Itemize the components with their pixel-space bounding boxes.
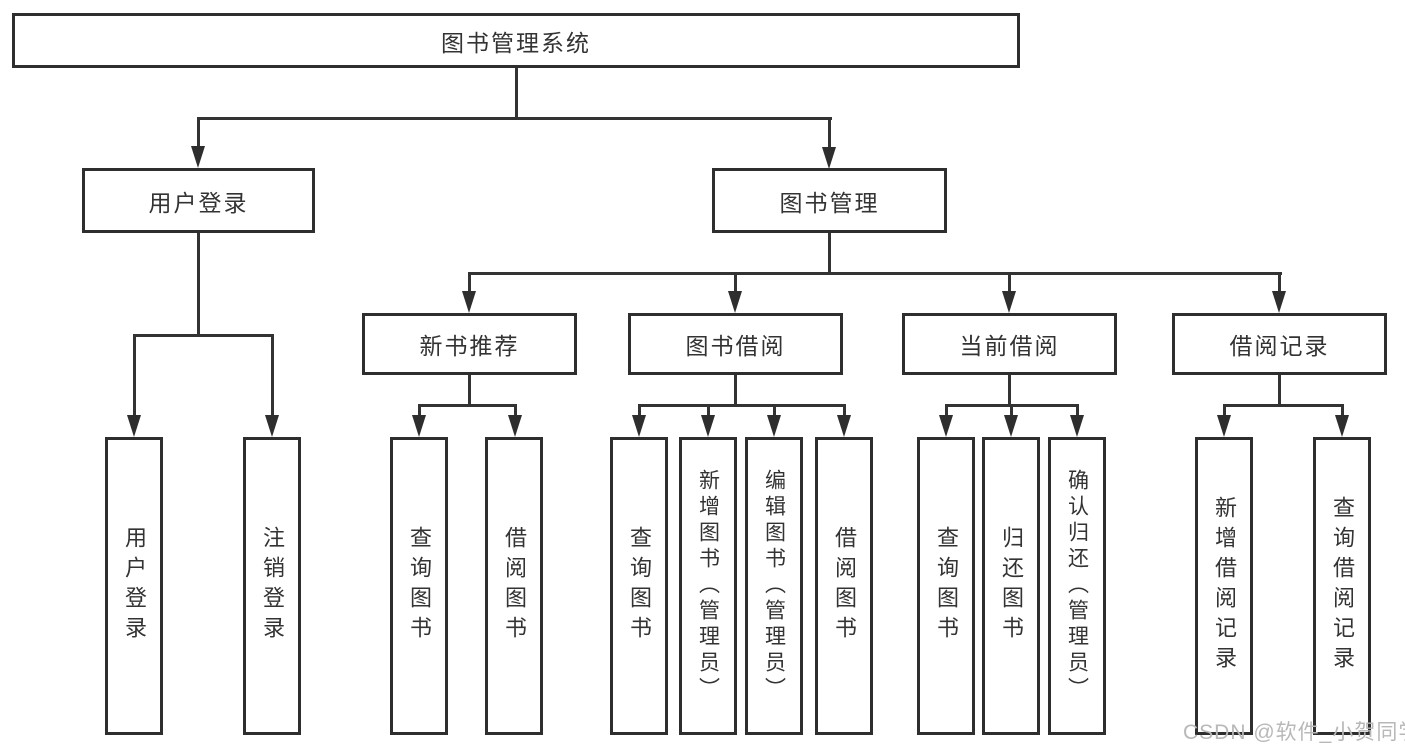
node-library-management-system: 图书管理系统	[12, 13, 1020, 68]
connector-to-bb-edit	[773, 404, 776, 419]
connector-to-br-add	[1223, 404, 1226, 419]
leaf-label: 查询图书	[407, 526, 432, 646]
node-label: 用户登录	[148, 189, 249, 216]
leaf-label: 用户登录	[122, 526, 147, 646]
connector-user-login-crossbar	[133, 334, 274, 337]
leaf-cb-query-books: 查询图书	[917, 437, 975, 735]
arrowhead-new-book-rec	[462, 291, 476, 313]
arrowhead-bb-query	[632, 415, 646, 437]
connector-to-cb-return	[1010, 404, 1013, 419]
leaf-cb-return-books: 归还图书	[982, 437, 1040, 735]
node-label: 新书推荐	[419, 333, 520, 359]
arrowhead-current-borrow	[1002, 291, 1016, 313]
connector-book-mgmt-stem	[828, 233, 831, 275]
leaf-logout: 注销登录	[243, 437, 301, 735]
leaf-label: 确认归还（管理员）	[1065, 469, 1089, 703]
connector-to-nbr-query	[418, 404, 421, 419]
node-label: 借阅记录	[1229, 333, 1330, 359]
leaf-label: 借阅图书	[502, 526, 527, 646]
node-current-borrowing: 当前借阅	[902, 313, 1117, 375]
connector-to-cb-query	[945, 404, 948, 419]
connector-nbr-stem	[468, 375, 471, 407]
leaf-bb-query-books: 查询图书	[610, 437, 668, 735]
connector-to-borrow-record	[1278, 272, 1281, 295]
leaf-bb-borrow-books: 借阅图书	[815, 437, 873, 735]
connector-root-crossbar	[197, 117, 832, 120]
arrowhead-book-borrow	[728, 291, 742, 313]
leaf-label: 查询图书	[934, 526, 959, 646]
arrowhead-cb-confirm	[1070, 415, 1084, 437]
connector-to-book-borrow	[734, 272, 737, 295]
connector-to-br-query	[1341, 404, 1344, 419]
node-book-management: 图书管理	[712, 168, 947, 233]
leaf-br-add-record: 新增借阅记录	[1195, 437, 1253, 735]
connector-br-stem	[1278, 375, 1281, 407]
arrowhead-bb-borrow	[837, 415, 851, 437]
connector-bb-stem	[734, 375, 737, 407]
connector-to-user-login-leaf	[133, 334, 136, 419]
connector-to-nbr-borrow	[514, 404, 517, 419]
arrowhead-br-query	[1335, 415, 1349, 437]
arrowhead-logout-leaf	[265, 415, 279, 437]
arrowhead-user-login-leaf	[127, 415, 141, 437]
connector-to-bb-add	[707, 404, 710, 419]
connector-to-bb-borrow	[843, 404, 846, 419]
leaf-label: 借阅图书	[832, 526, 857, 646]
connector-to-new-book-rec	[468, 272, 471, 295]
leaf-cb-confirm-return-admin: 确认归还（管理员）	[1048, 437, 1106, 735]
connector-to-logout-leaf	[271, 334, 274, 419]
connector-bb-crossbar	[638, 404, 846, 407]
csdn-watermark: CSDN @软件_小贺同学	[1183, 721, 1405, 744]
arrowhead-cb-query	[939, 415, 953, 437]
leaf-label: 归还图书	[999, 526, 1024, 646]
connector-cb-stem	[1008, 375, 1011, 407]
arrowhead-borrow-record	[1272, 291, 1286, 313]
node-borrowing-records: 借阅记录	[1172, 313, 1387, 375]
arrowhead-book-mgmt	[822, 147, 836, 169]
leaf-bb-edit-books-admin: 编辑图书（管理员）	[745, 437, 803, 735]
node-label: 图书管理	[779, 189, 880, 216]
arrowhead-nbr-query	[412, 415, 426, 437]
connector-to-user-login	[197, 117, 200, 150]
arrowhead-cb-return	[1004, 415, 1018, 437]
node-label: 图书管理系统	[441, 29, 591, 56]
connector-to-current-borrow	[1008, 272, 1011, 295]
leaf-label: 查询借阅记录	[1330, 496, 1355, 676]
connector-user-login-stem	[197, 233, 200, 337]
node-label: 图书借阅	[685, 333, 786, 359]
connector-root-stem	[515, 68, 518, 119]
arrowhead-br-add	[1217, 415, 1231, 437]
arrowhead-nbr-borrow	[508, 415, 522, 437]
leaf-label: 新增图书（管理员）	[696, 469, 720, 703]
arrowhead-bb-add	[701, 415, 715, 437]
connector-book-mgmt-crossbar	[468, 272, 1282, 275]
node-book-borrowing: 图书借阅	[628, 313, 843, 375]
leaf-user-login: 用户登录	[105, 437, 163, 735]
node-user-login: 用户登录	[82, 168, 315, 233]
leaf-label: 新增借阅记录	[1212, 496, 1237, 676]
leaf-nbr-query-books: 查询图书	[390, 437, 448, 735]
arrowhead-bb-edit	[767, 415, 781, 437]
connector-to-book-mgmt	[828, 117, 831, 150]
leaf-bb-add-books-admin: 新增图书（管理员）	[679, 437, 737, 735]
connector-br-crossbar	[1223, 404, 1344, 407]
connector-to-bb-query	[638, 404, 641, 419]
node-new-book-recommendation: 新书推荐	[362, 313, 577, 375]
leaf-label: 编辑图书（管理员）	[762, 469, 786, 703]
leaf-label: 查询图书	[627, 526, 652, 646]
connector-to-cb-confirm	[1076, 404, 1079, 419]
node-label: 当前借阅	[959, 333, 1060, 359]
leaf-nbr-borrow-books: 借阅图书	[485, 437, 543, 735]
arrowhead-user-login	[191, 146, 205, 168]
connector-nbr-crossbar	[418, 404, 517, 407]
leaf-label: 注销登录	[260, 526, 285, 646]
leaf-br-query-record: 查询借阅记录	[1313, 437, 1371, 735]
